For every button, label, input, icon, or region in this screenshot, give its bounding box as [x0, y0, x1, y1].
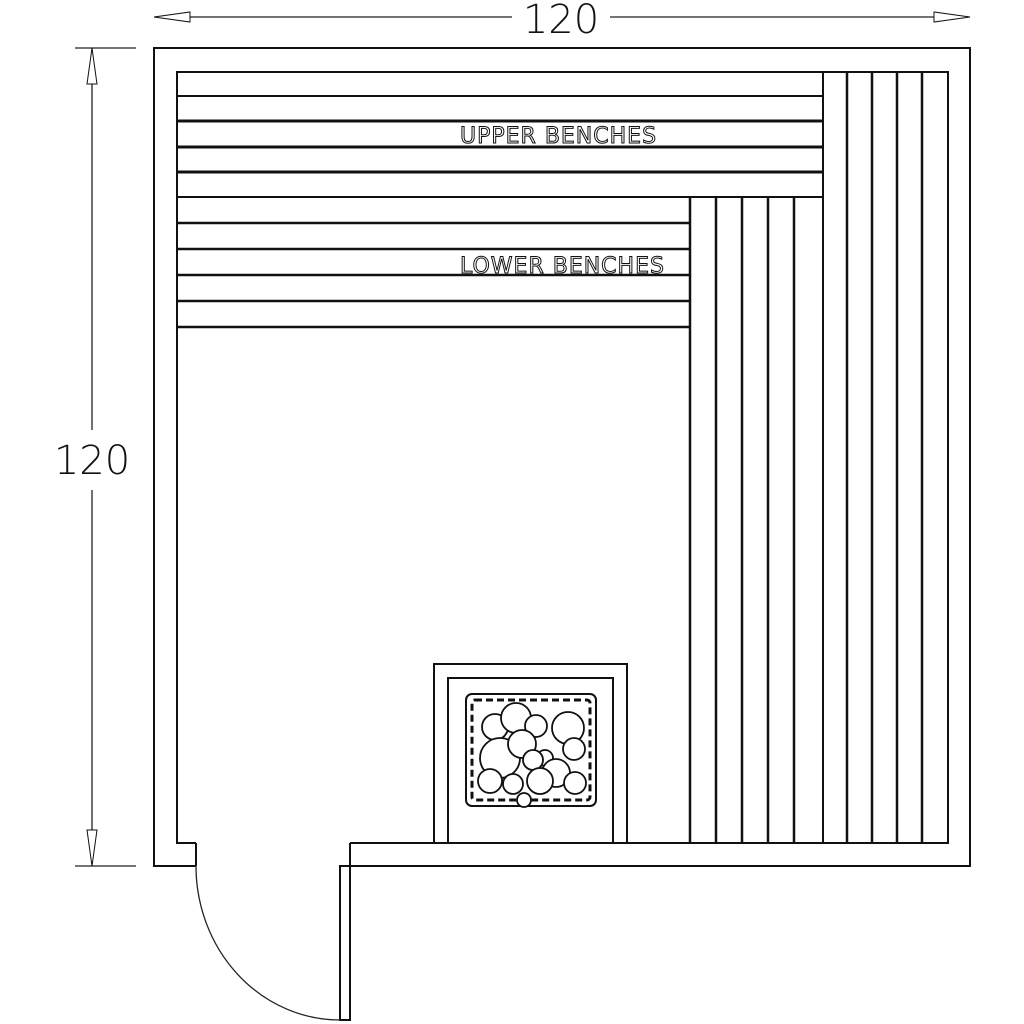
upper-benches — [177, 72, 924, 843]
walls — [153, 47, 971, 867]
upper-benches-label: UPPER BENCHES — [460, 124, 657, 149]
stone — [562, 737, 586, 761]
heater-grille — [470, 698, 592, 802]
depth-dimension: 120 — [54, 47, 136, 867]
arrow-up-icon — [86, 47, 98, 85]
lower-benches — [177, 197, 796, 843]
width-dimension: 120 — [153, 0, 971, 43]
lower-benches-label: LOWER BENCHES — [460, 254, 665, 279]
stone — [502, 773, 524, 795]
arrow-right-icon — [933, 11, 971, 23]
door-swing-arc — [195, 865, 341, 1021]
stone — [477, 768, 503, 794]
depth-label: 120 — [54, 438, 130, 484]
stone — [522, 749, 544, 771]
arrow-down-icon — [86, 829, 98, 867]
door[interactable] — [195, 865, 351, 1021]
inner-wall — [176, 71, 949, 844]
heater-guard-inner — [447, 677, 614, 843]
heater-guard-outer — [433, 663, 628, 843]
stone — [524, 714, 548, 738]
width-label: 120 — [523, 0, 599, 43]
sauna-heater — [433, 663, 628, 843]
door-panel[interactable] — [339, 865, 351, 1021]
arrow-left-icon — [153, 11, 191, 23]
stone — [563, 771, 587, 795]
stone — [526, 767, 554, 795]
stone — [516, 792, 532, 808]
outer-wall — [153, 47, 971, 867]
heater-stones — [477, 702, 587, 808]
heater-body — [465, 693, 597, 807]
